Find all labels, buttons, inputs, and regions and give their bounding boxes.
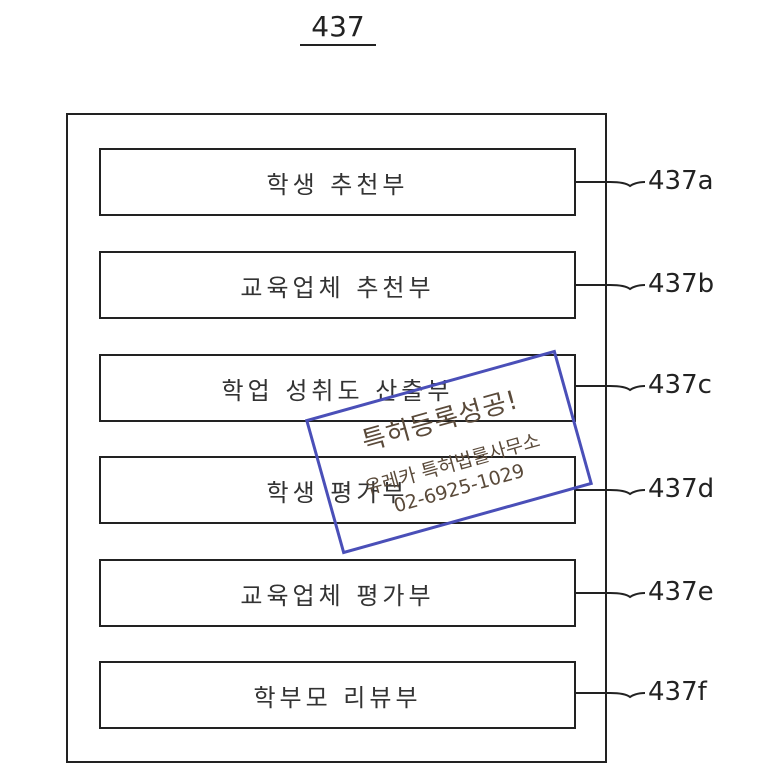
- leader-line: [576, 182, 645, 186]
- leader-line: [576, 386, 645, 390]
- ref-label: 437b: [648, 269, 714, 299]
- leader-line: [576, 490, 645, 494]
- ref-label: 437a: [648, 166, 714, 196]
- leader-line: [576, 593, 645, 597]
- leader-line: [576, 285, 645, 289]
- ref-label: 437f: [648, 677, 707, 707]
- ref-label: 437d: [648, 474, 714, 504]
- ref-label: 437e: [648, 577, 714, 607]
- ref-label: 437c: [648, 370, 712, 400]
- leader-line: [576, 693, 645, 697]
